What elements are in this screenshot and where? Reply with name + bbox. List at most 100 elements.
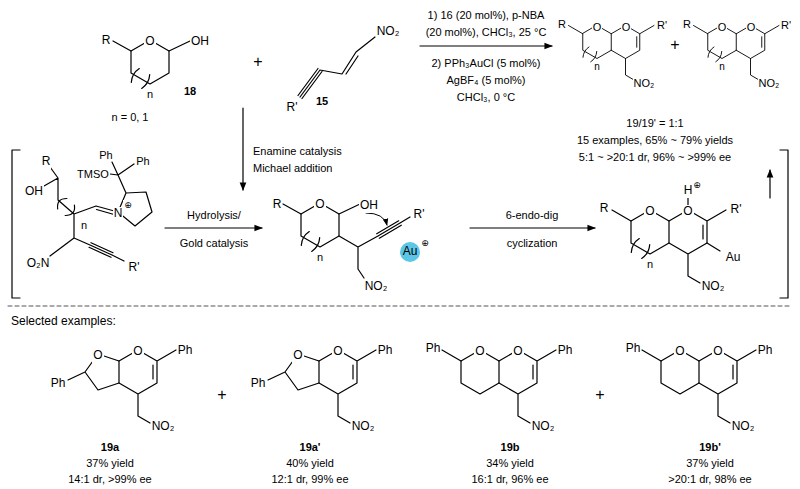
label-slot: 1) 16 (20 mol%), p-NBA [427,5,546,23]
label-slot: n [646,254,654,272]
atom-label: Ph [177,344,194,358]
label-slot: Au [725,247,742,265]
atom-label: R' [780,19,792,32]
label-slot: n = 0, 1 [110,107,149,125]
label-slot: O [746,17,757,35]
label-slot: n [80,215,88,233]
atom-label: Ph [50,377,67,391]
label-slot: NO₂ [701,276,726,294]
repeat-bracket [131,69,149,89]
label-slot: Ph [177,340,194,358]
product-structure [569,26,655,81]
atom-label: TMSO [76,168,110,181]
atom-label: ⊕ [692,180,702,190]
step-label: Michael addition [252,162,334,175]
atom-label: O [92,349,103,363]
atom-label: R' [413,208,426,222]
label-slot: + [216,386,227,404]
label-slot: O [314,194,325,212]
label-slot: 12:1 dr, 99% ee [270,469,349,487]
atom-label: OH [24,185,44,199]
plus-sign: + [669,36,680,54]
atom-label: Au [403,245,418,258]
atom-label: R' [656,19,668,32]
atom-label: R [41,155,52,169]
atom-label: O₂N [26,257,51,271]
label-slot: O [682,201,693,219]
atom-label: NO₂ [364,280,389,294]
label-slot: NO₂ [151,416,176,434]
gold-circle: Au [400,242,421,263]
result-note: 5:1 ~ >20:1 dr, 96% ~ >99% ee [578,151,732,164]
label-slot: (20 mol%), CHCl₃, 25 °C [425,22,548,40]
label-slot: Ph [98,145,113,163]
atom-label: O [592,21,603,34]
atom-label: Ph [98,149,113,162]
label-slot: O [592,17,603,35]
atom-label: R' [730,203,743,217]
label-slot: n [718,56,726,74]
label-slot: O [132,341,143,359]
electron-arrow [366,213,387,225]
atom-label: NO₂ [633,77,656,90]
atom-label: OH [359,199,379,213]
label-slot: Ph [625,338,642,356]
label-slot: N [113,203,124,221]
result-note: 15 examples, 65% ~ 79% yields [576,134,734,147]
iminium-structure [44,162,152,261]
label-slot: TMSO [76,164,110,182]
atom-label: Ph [625,342,642,356]
label-slot: 18 [183,81,197,99]
label-slot: 15 [315,91,329,109]
label-slot: 19b [500,437,521,455]
label-slot: NO₂ [376,21,401,39]
atom-label: OH [190,35,210,49]
label-slot: 2) PPh₃AuCl (5 mol%) [430,53,541,71]
atom-label: R [682,18,692,31]
atom-label: n [646,258,654,271]
atom-label: NO₂ [758,77,781,90]
bicycle-bonds [642,350,756,423]
repeat-bracket [58,198,75,215]
repeat-bracket [301,232,319,252]
compound-number: 19a [100,441,120,454]
atom-label: NO₂ [531,420,556,434]
label-slot: 5:1 ~ >20:1 dr, 96% ~ >99% ee [578,147,732,165]
label-slot: NO₂ [731,416,756,434]
hemiacetal-structure [283,203,410,278]
atom-label: O [132,345,143,359]
label-slot: >20:1 dr, 98% ee [667,469,752,487]
atom-label: O [746,21,757,34]
atom-label: ⊕ [123,200,133,210]
atom-label: R' [128,261,141,275]
atom-label: Ph [557,344,574,358]
label-slot: NO₂ [364,276,389,294]
bicycle-bonds [268,350,376,423]
label-slot: OH [190,31,210,49]
atom-label: O [144,35,155,49]
result-note: 12:1 dr, 99% ee [270,473,349,486]
label-slot: + [669,36,680,54]
reaction-arrow [165,227,262,228]
bond [283,204,410,278]
product-structure [694,26,780,81]
atom-label: Ph [135,155,150,168]
repeat-bracket [708,47,722,62]
atom-label: Ph [377,344,394,358]
atom-label: R [599,202,610,216]
label-slot: R' [128,257,141,275]
result-note: 16:1 dr, 96% ee [470,473,549,486]
bicycle-bonds [612,210,726,283]
bicycle-bonds [442,350,556,423]
label-slot: R' [413,204,426,222]
atom-label: R [557,18,567,31]
label-slot: NO₂ [351,416,376,434]
atom-label: O [717,21,728,34]
atom-label: NO₂ [151,420,176,434]
label-slot: OH [24,181,44,199]
atom-label: O [314,198,325,212]
result-note: 37% yield [685,457,735,470]
label-slot: n [146,84,154,102]
